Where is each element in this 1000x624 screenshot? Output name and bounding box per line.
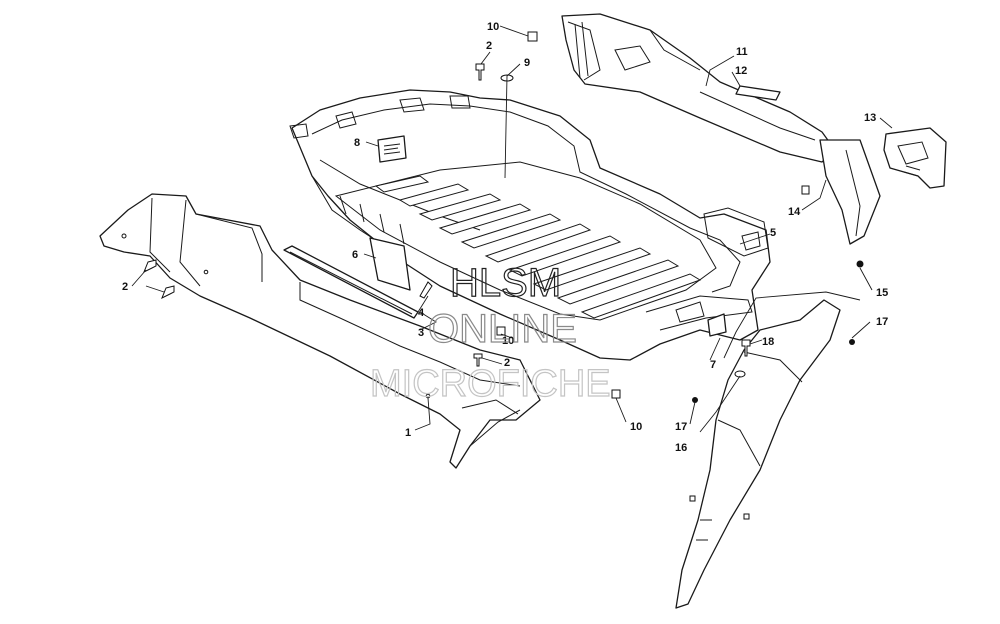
callout-10-top: 10: [487, 21, 499, 33]
fasteners: [143, 31, 864, 403]
rivet-icon[interactable]: [849, 339, 855, 345]
callout-18: 18: [762, 336, 774, 348]
callout-1: 1: [405, 427, 411, 439]
callout-labels: 10 2 9 11 12 13 8 14 5 6 2 15 4 17 3 10 …: [122, 21, 888, 454]
callout-11: 11: [736, 46, 748, 58]
part-14-bracket[interactable]: [801, 139, 881, 245]
washer-icon[interactable]: [734, 370, 746, 378]
callout-6: 6: [352, 249, 358, 261]
callout-17-lower: 17: [675, 421, 687, 433]
pin-icon[interactable]: [419, 281, 433, 299]
callout-10-middle: 10: [502, 335, 514, 347]
callout-9: 9: [524, 57, 530, 69]
screw-icon[interactable]: [143, 259, 157, 274]
part-6-decal[interactable]: [369, 237, 411, 291]
callout-7: 7: [710, 359, 716, 371]
callout-8: 8: [354, 137, 360, 149]
nut-icon[interactable]: [611, 389, 621, 399]
callout-17-right: 17: [876, 316, 888, 328]
leader-lines: [131, 25, 893, 433]
callout-16: 16: [675, 442, 687, 454]
callout-5: 5: [770, 227, 776, 239]
callout-10-lower: 10: [630, 421, 642, 433]
callout-2-middle: 2: [504, 357, 510, 369]
callout-2-left: 2: [122, 281, 128, 293]
callout-4: 4: [418, 307, 425, 319]
callout-3: 3: [418, 327, 424, 339]
part-11-upper-rail[interactable]: [561, 13, 836, 163]
callout-13: 13: [864, 112, 876, 124]
watermark-line-2: ONLINE: [428, 307, 577, 351]
part-8-label[interactable]: [377, 135, 407, 163]
callout-2-top: 2: [486, 40, 492, 52]
callout-15: 15: [876, 287, 888, 299]
screw-icon[interactable]: [741, 339, 751, 357]
part-7-tab[interactable]: [707, 313, 727, 337]
callout-14: 14: [788, 206, 801, 218]
rivet-icon[interactable]: [692, 397, 698, 403]
nut-icon[interactable]: [856, 260, 864, 268]
part-5-cargo-box[interactable]: [289, 89, 771, 361]
part-1-side-panel[interactable]: [99, 193, 541, 469]
watermark-line-1: HLSM: [450, 261, 561, 305]
screw-icon[interactable]: [475, 63, 485, 81]
callout-12: 12: [735, 65, 747, 77]
screw-icon[interactable]: [161, 285, 175, 300]
screw-icon[interactable]: [473, 353, 483, 367]
nut-icon[interactable]: [527, 31, 538, 42]
part-13-taillight[interactable]: [883, 127, 947, 189]
part-16-side-panel[interactable]: [675, 299, 841, 609]
nut-icon[interactable]: [496, 326, 506, 336]
part-12-decal[interactable]: [735, 85, 781, 101]
watermark-line-3: MICROFICHE: [370, 363, 611, 405]
watermark: HLSM ONLINE MICROFICHE: [369, 260, 611, 405]
